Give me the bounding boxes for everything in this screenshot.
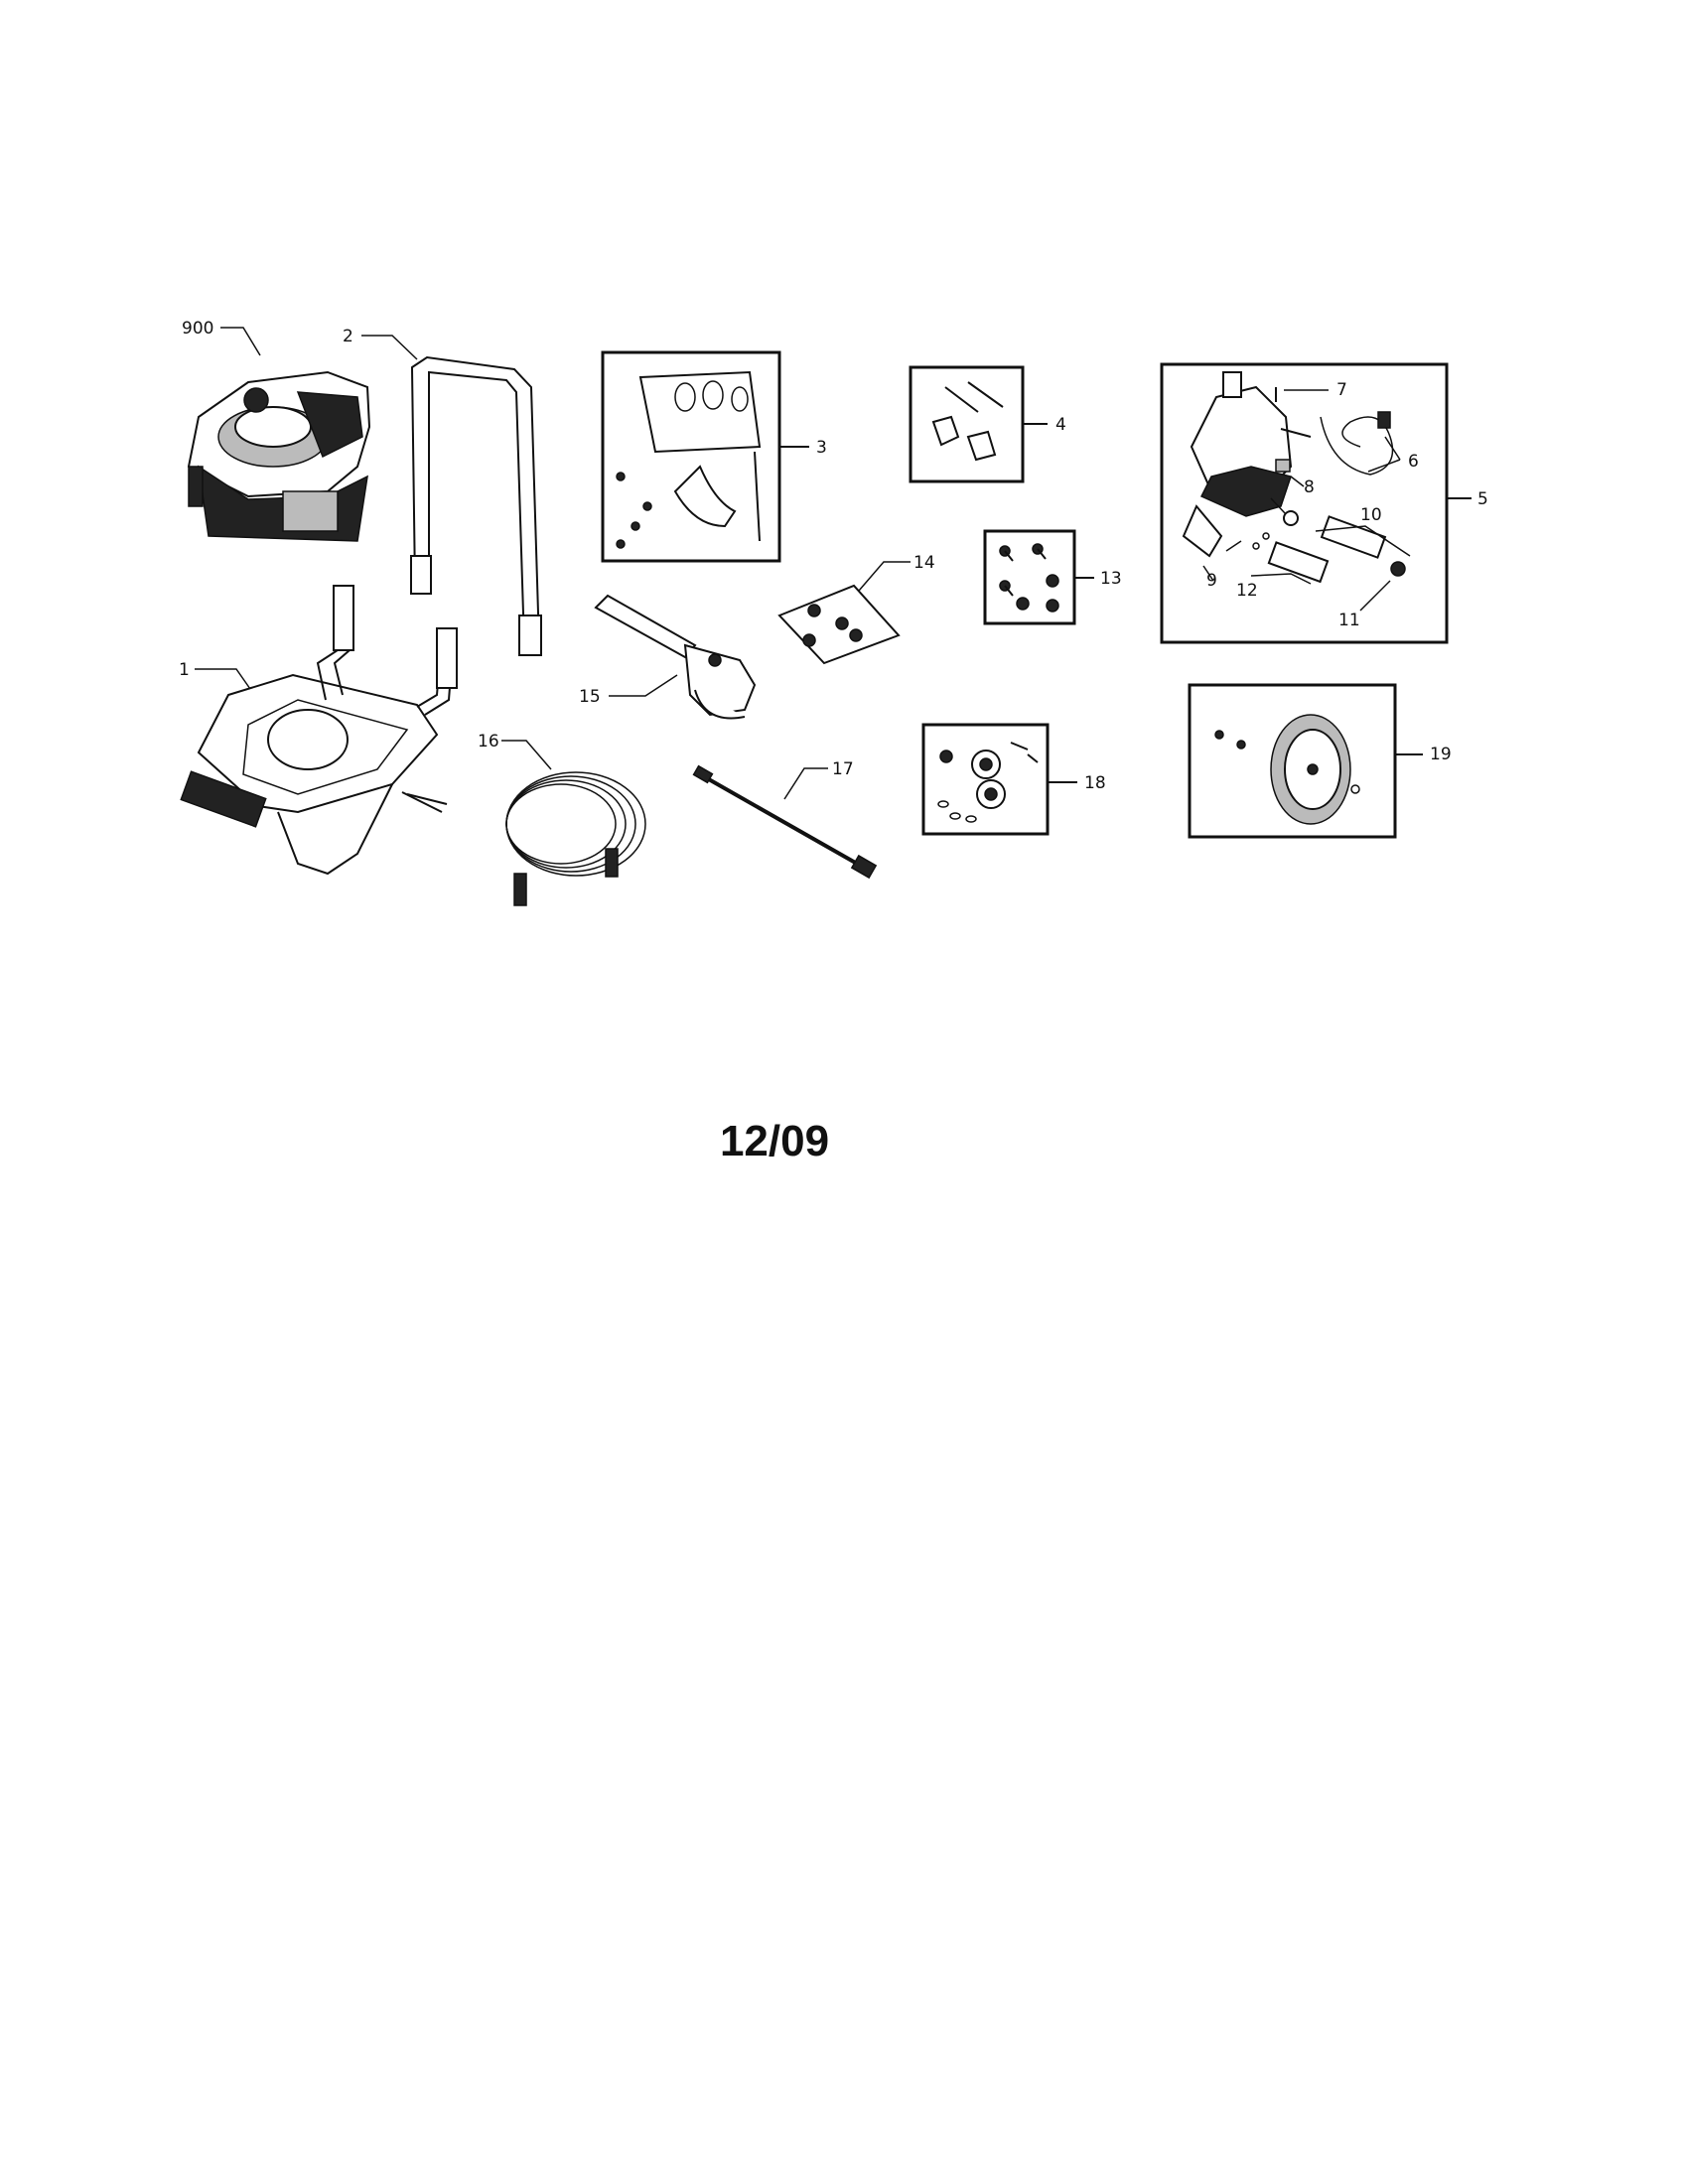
nozzle-pack-part-14 [777,584,901,665]
frame-part-1 [180,585,458,876]
spray-gun-part-15 [594,594,757,720]
callout-13: 13 [1100,569,1122,589]
panel-part-3 [616,370,762,549]
handle-part-2 [410,355,542,656]
bearing-kit-box [921,723,1050,836]
callout-12: 12 [1236,581,1258,601]
callout-10: 10 [1360,505,1382,525]
fastener-kit-box [983,529,1076,625]
callout-5: 5 [1477,489,1488,509]
callout-3: 3 [816,438,827,458]
callout-4: 4 [1055,415,1066,435]
engine-part-900 [187,370,371,542]
hardware-part-4 [931,381,1004,462]
bearings-part-18 [937,742,1039,823]
callout-9: 9 [1206,571,1217,591]
callout-2: 2 [343,327,353,346]
panel-kit-box [601,350,781,563]
fasteners-part-13 [999,543,1059,613]
date-stamp: 12/09 [719,1117,830,1165]
wand-part-17 [692,764,878,880]
wheel-part-19 [1214,714,1360,825]
hose-part-16 [505,771,646,906]
callout-11: 11 [1338,611,1360,630]
pump-part-5 [1182,371,1406,584]
callout-17: 17 [832,759,854,779]
callout-8: 8 [1304,478,1315,497]
callout-15: 15 [579,687,601,707]
callout-900: 900 [182,319,213,339]
callout-16: 16 [478,732,499,751]
callout-14: 14 [913,553,935,573]
callout-7: 7 [1336,380,1347,400]
callout-19: 19 [1430,745,1452,764]
wheel-kit-box [1188,683,1397,839]
pump-kit-box [1160,362,1449,644]
callout-1: 1 [179,660,190,680]
callout-18: 18 [1084,773,1106,793]
callout-6: 6 [1408,452,1419,472]
hardware-kit-box [909,365,1025,483]
